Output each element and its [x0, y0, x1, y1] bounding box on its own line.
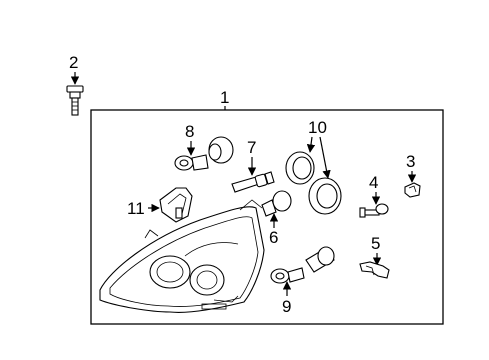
callout-2: 2	[69, 53, 78, 72]
part-2-bolt	[66, 85, 84, 116]
callout-10: 10	[308, 118, 327, 137]
callout-4: 4	[369, 173, 378, 192]
callout-5: 5	[371, 234, 380, 253]
part-8-socket	[174, 136, 234, 171]
callout-11: 11	[127, 199, 145, 218]
leader-10a	[306, 136, 316, 153]
part-3-clip	[404, 182, 421, 198]
part-9-socket	[270, 246, 335, 284]
part-7-bulb	[231, 171, 275, 193]
part-5-bracket	[359, 261, 390, 279]
callout-7: 7	[247, 138, 256, 157]
callout-3: 3	[406, 152, 415, 171]
callout-9: 9	[282, 297, 291, 316]
callout-8: 8	[185, 122, 194, 141]
part-10-rings	[285, 151, 342, 215]
callout-1: 1	[220, 88, 229, 107]
part-4-screw	[359, 203, 389, 218]
leader-10b	[319, 136, 331, 179]
assembly-frame	[90, 109, 444, 325]
headlamp-housing	[99, 199, 265, 313]
part-11-bracket	[159, 187, 193, 223]
part-6-bulb	[261, 190, 292, 217]
callout-6: 6	[269, 228, 278, 247]
